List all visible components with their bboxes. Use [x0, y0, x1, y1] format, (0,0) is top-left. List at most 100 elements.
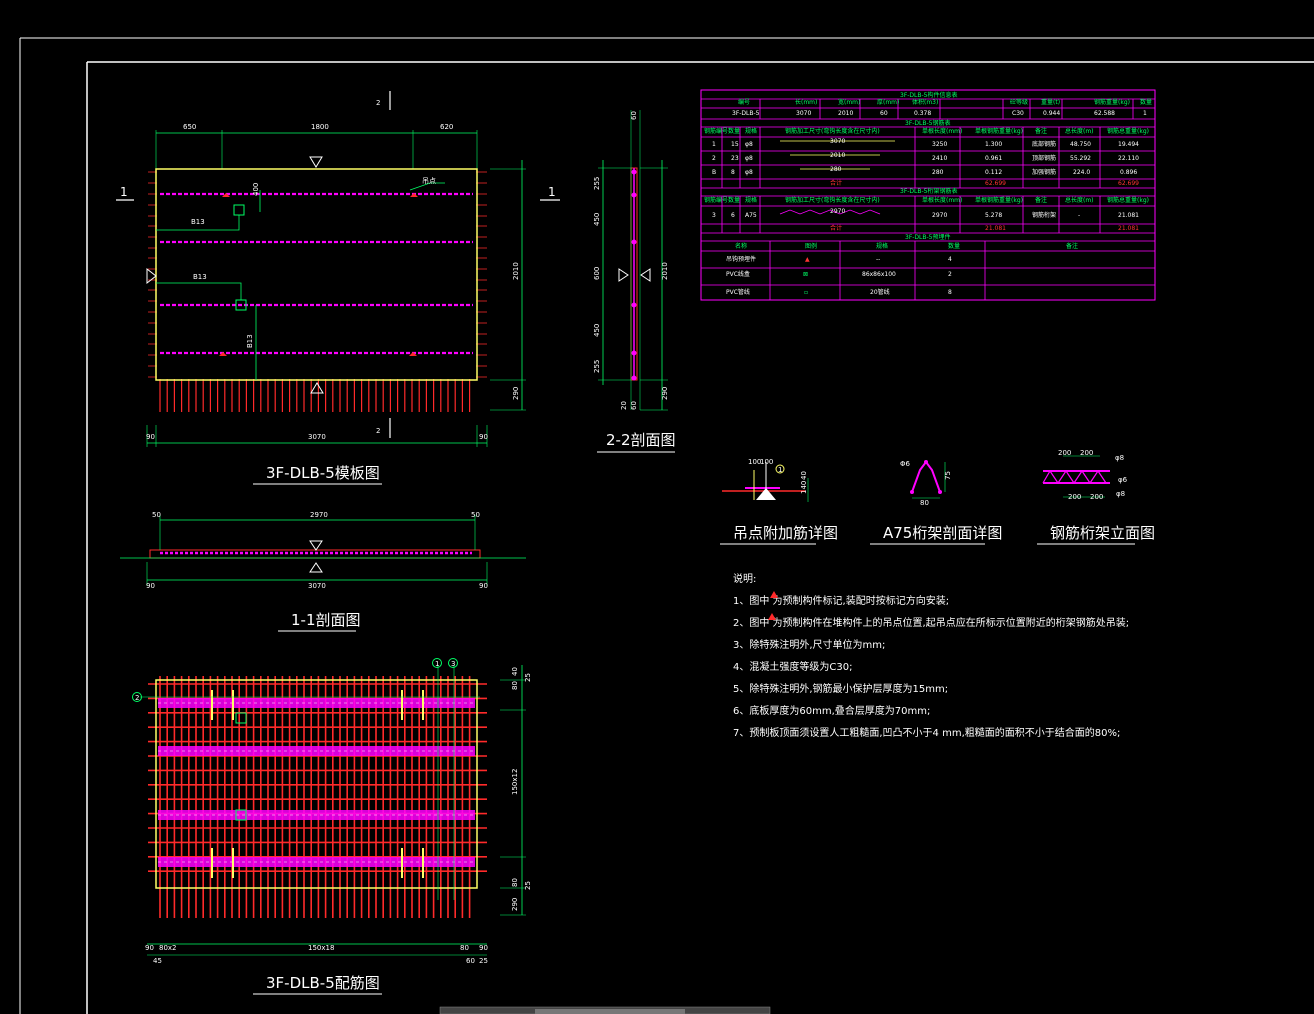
table-cell: φ8 [745, 155, 753, 162]
table-cell: 3F-DLB-5 [732, 110, 760, 117]
scrollbar-thumb[interactable] [535, 1009, 685, 1014]
table-cell: 20管线 [870, 288, 890, 296]
section11-dim-text: 2970 [310, 511, 328, 519]
table-cell: 55.292 [1070, 155, 1091, 162]
plan-dim-text: 1800 [311, 123, 329, 131]
rebar-plan[interactable]: 1 3 2 90 80x2 150x18 80 90 45 60 25 40 8… [132, 658, 533, 995]
table-header-cell: 厚(mm) [877, 99, 899, 106]
detail-truss-elevation[interactable]: 200 200 200 200 φ8 φ6 φ8 钢筋桁架立面图 [1037, 449, 1155, 545]
detail-dim-text: 80 [920, 499, 929, 507]
note-item: 4、混凝土强度等级为C30; [733, 660, 852, 673]
rebar-additional-bars [211, 690, 424, 878]
detail-dim-text: 100 [760, 458, 773, 466]
table-cell: 加强钢筋 [1032, 168, 1056, 176]
section22-dim-text: 255 [593, 177, 601, 190]
table-cell: 3070 [830, 138, 845, 145]
table-cell: φ8 [745, 169, 753, 176]
rebar-dim-text: 90 [145, 944, 154, 952]
table-header-cell: 砼等级 [1010, 98, 1028, 106]
table-header-cell: 体积(m3) [912, 98, 938, 106]
truss-profile [911, 460, 941, 493]
section22-dim-text: 450 [593, 324, 601, 337]
section-marker-label: 2 [376, 99, 380, 107]
section22-dim-text: 2010 [661, 262, 669, 280]
table-cell: 19.494 [1118, 141, 1139, 148]
table-cell: 4 [948, 256, 952, 263]
table-header-cell: 长(mm) [795, 98, 817, 106]
table-header-cell: 钢筋编号 [704, 127, 728, 135]
rebar-dim-text: 40 [511, 667, 519, 676]
rebar-schedule-table[interactable]: 3F-DLB-5构件信息表 3F-DLB-5钢筋表 3F-DLB-5桁架钢筋表 … [700, 89, 1156, 301]
table-title: 3F-DLB-5预埋件 [905, 233, 951, 241]
direction-mark-icon [309, 562, 323, 573]
table-cell: 62.588 [1094, 110, 1115, 117]
table-header-cell: 单根钢筋重量(kg) [975, 196, 1023, 204]
rebar-slab-outline [155, 679, 478, 889]
truss-chord [938, 490, 942, 494]
table-cell: 86x86x100 [862, 271, 896, 278]
table-header-cell: 钢筋总重量(kg) [1107, 127, 1149, 135]
detail-dim-text: φ8 [1116, 490, 1125, 498]
detail-dim-text: 140 [800, 481, 808, 494]
table-cell: 吊钩预埋件 [726, 255, 756, 263]
table-cell: 2 [948, 271, 952, 278]
detail-dim-text: 200 [1090, 493, 1103, 501]
table-header-cell: 规格 [745, 127, 757, 135]
lift-leader [409, 182, 445, 191]
detail-dim-text: 100 [748, 458, 761, 466]
grid-bubble [132, 692, 142, 702]
detail-truss-section[interactable]: Φ6 75 80 A75桁架剖面详图 [870, 460, 1002, 545]
table-header-cell: 数量 [728, 127, 740, 135]
plan-slab-fill [157, 170, 476, 379]
rebar-dim-text: 45 [153, 957, 162, 965]
table-header-cell: 单根长度(mm) [922, 127, 962, 135]
table-cell: 23 [731, 155, 739, 162]
detail-lifting-bar[interactable]: 100 100 140 40 1 吊点附加筋详图 [720, 458, 838, 545]
truss-dot [631, 239, 637, 245]
section-marker-side: 1 [548, 185, 556, 199]
section22-dim-text: 60 [630, 111, 638, 120]
grid-bubble [432, 658, 442, 668]
table-cell: 0.378 [914, 110, 931, 117]
detail-dim-text: 1 [778, 466, 782, 474]
section11-dim-text: 90 [479, 582, 488, 590]
section11-dim-text: 3070 [308, 582, 326, 590]
rebar-dim-text: 80 [460, 944, 469, 952]
table-header-cell: 总长度(m) [1065, 127, 1094, 135]
plan-dim-text: 90 [146, 433, 155, 441]
grid-bubble [448, 658, 458, 668]
rebar-dim-text: 60 [466, 957, 475, 965]
table-header-cell: 单根钢筋重量(kg) [975, 127, 1023, 135]
table-cell: 2 [712, 155, 716, 162]
plan-lift-label: 吊点 [422, 177, 436, 185]
note-item: 7、预制板顶面须设置人工粗糙面,凹凸不小于4 mm,粗糙面的面积不小于结合面的8… [733, 726, 1120, 739]
section-2-2[interactable]: 255 450 600 450 255 2010 290 60 20 60 2-… [593, 110, 676, 453]
note-item: 5、除特殊注明外,钢筋最小保护层厚度为15mm; [733, 682, 948, 695]
table-cell: 3070 [796, 110, 811, 117]
truss-dot [631, 350, 637, 356]
detail-title: A75桁架剖面详图 [883, 524, 1002, 542]
table-header-cell: 钢筋加工尺寸(弯钩长度含在尺寸内) [785, 196, 880, 204]
table-cell: 2970 [830, 208, 845, 215]
table-total-cell: 合计 [830, 179, 842, 187]
note-item: 3、除特殊注明外,尺寸单位为mm; [733, 638, 885, 651]
table-header-cell: 图例 [805, 242, 817, 250]
detail-title: 钢筋桁架立面图 [1050, 524, 1155, 542]
detail-dim-text: 40 [800, 471, 808, 480]
table-header-cell: 总长度(m) [1065, 196, 1094, 204]
section-1-1[interactable]: 50 2970 50 90 3070 90 1-1剖面图 [120, 511, 526, 632]
table-cell: A75 [745, 212, 757, 219]
table-cell: ▫ [804, 289, 808, 296]
table-cell: 2410 [932, 155, 947, 162]
detail-dim-text: 200 [1068, 493, 1081, 501]
section22-truss-dots [631, 169, 637, 381]
table-cell: 0.944 [1043, 110, 1060, 117]
table-cell: 0.961 [985, 155, 1002, 162]
table-cell: - [1078, 212, 1080, 219]
rebar-dim-text: 80 [511, 681, 519, 690]
conduit-leader [156, 215, 240, 231]
plan-label: B13 [246, 334, 254, 348]
lift-point-icon [756, 488, 776, 500]
